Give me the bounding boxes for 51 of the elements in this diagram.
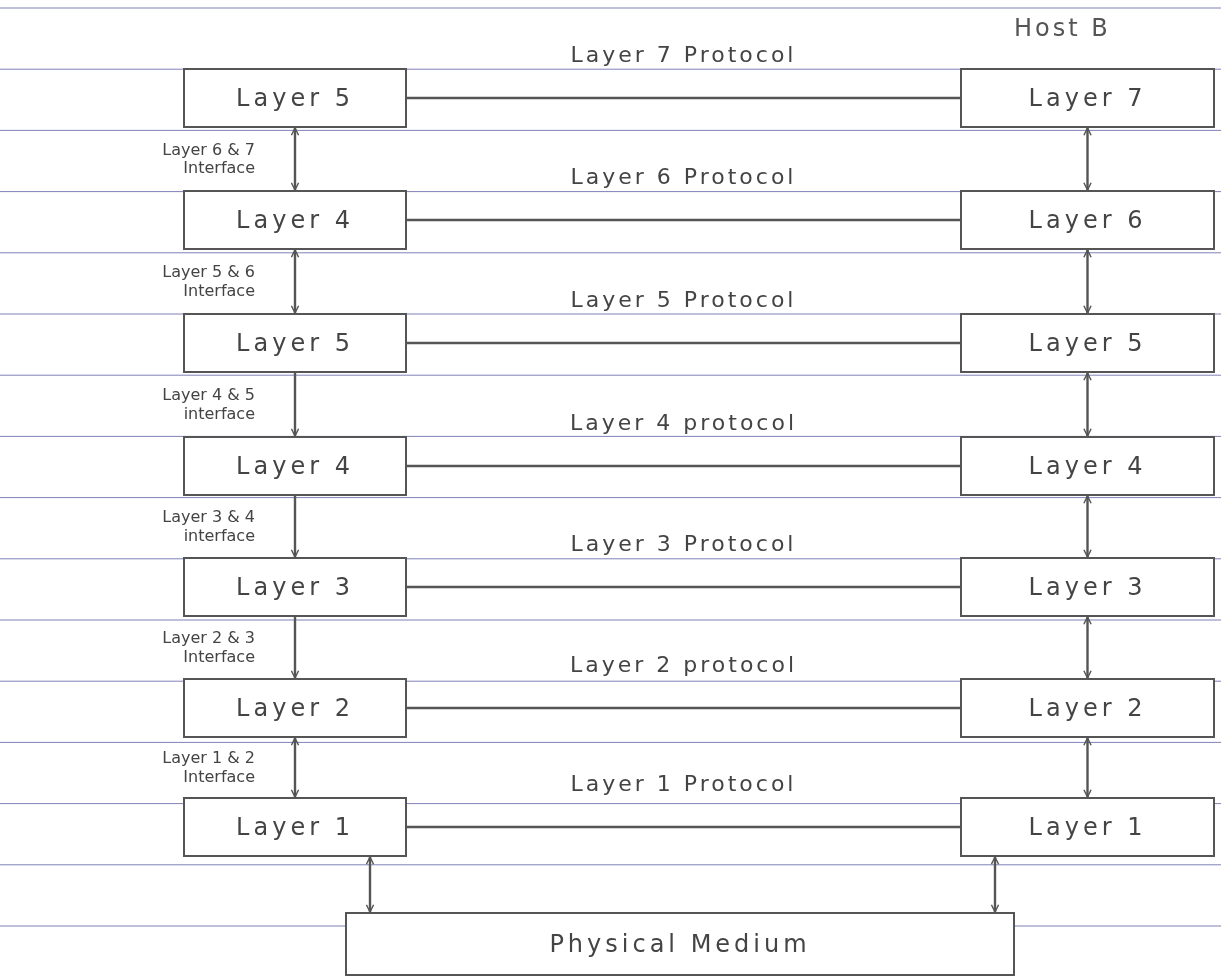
layer-name: Physical Medium bbox=[549, 930, 811, 958]
layer-box bbox=[183, 313, 407, 373]
arrow bbox=[290, 496, 300, 558]
layer-box bbox=[183, 678, 407, 738]
layer-name: Layer 1 bbox=[236, 813, 354, 841]
layer-box bbox=[960, 678, 1215, 738]
arrow bbox=[290, 737, 300, 798]
layer-box bbox=[183, 436, 407, 496]
layer-name: Layer 4 bbox=[1028, 452, 1147, 480]
layer-name: Layer 7 bbox=[1028, 84, 1147, 112]
layer-name: Layer 2 bbox=[1028, 694, 1147, 722]
arrow bbox=[365, 856, 375, 913]
arrow bbox=[1083, 249, 1092, 314]
layer-name: Layer 5 bbox=[1028, 329, 1147, 357]
layer-box bbox=[960, 313, 1215, 373]
arrow bbox=[290, 617, 300, 679]
arrow bbox=[990, 856, 1000, 913]
layer-name: Layer 1 bbox=[1028, 813, 1147, 841]
layer-name: Layer 4 bbox=[236, 206, 354, 234]
layer-box bbox=[960, 436, 1215, 496]
layer-box bbox=[183, 190, 407, 250]
layer-name: Layer 4 bbox=[236, 452, 354, 480]
layer-box bbox=[960, 557, 1215, 617]
layer-name: Layer 5 bbox=[236, 329, 354, 357]
protocol-line bbox=[407, 585, 960, 589]
layer-box bbox=[960, 68, 1215, 128]
protocol-line bbox=[407, 341, 960, 345]
layer-name: Layer 6 bbox=[1028, 206, 1147, 234]
layer-box bbox=[183, 557, 407, 617]
layer-box bbox=[960, 797, 1215, 857]
layer-name: Layer 3 bbox=[1028, 573, 1147, 601]
protocol-line bbox=[407, 218, 960, 222]
arrow bbox=[1083, 127, 1092, 191]
protocol-line bbox=[407, 706, 960, 710]
arrow bbox=[1083, 495, 1092, 558]
arrow bbox=[290, 249, 300, 314]
layer-name: Layer 5 bbox=[236, 84, 354, 112]
layer-name: Layer 3 bbox=[236, 573, 354, 601]
arrow bbox=[1083, 616, 1092, 679]
protocol-line bbox=[407, 96, 960, 100]
layer-box bbox=[345, 912, 1015, 976]
layer-box bbox=[183, 797, 407, 857]
layer-name: Layer 2 bbox=[236, 694, 354, 722]
arrow bbox=[1083, 372, 1092, 437]
arrow bbox=[290, 373, 300, 437]
layer-box bbox=[960, 190, 1215, 250]
protocol-line bbox=[407, 825, 960, 829]
protocol-line bbox=[407, 464, 960, 468]
layer-box bbox=[183, 68, 407, 128]
arrow bbox=[1083, 737, 1092, 798]
arrow bbox=[290, 127, 300, 191]
